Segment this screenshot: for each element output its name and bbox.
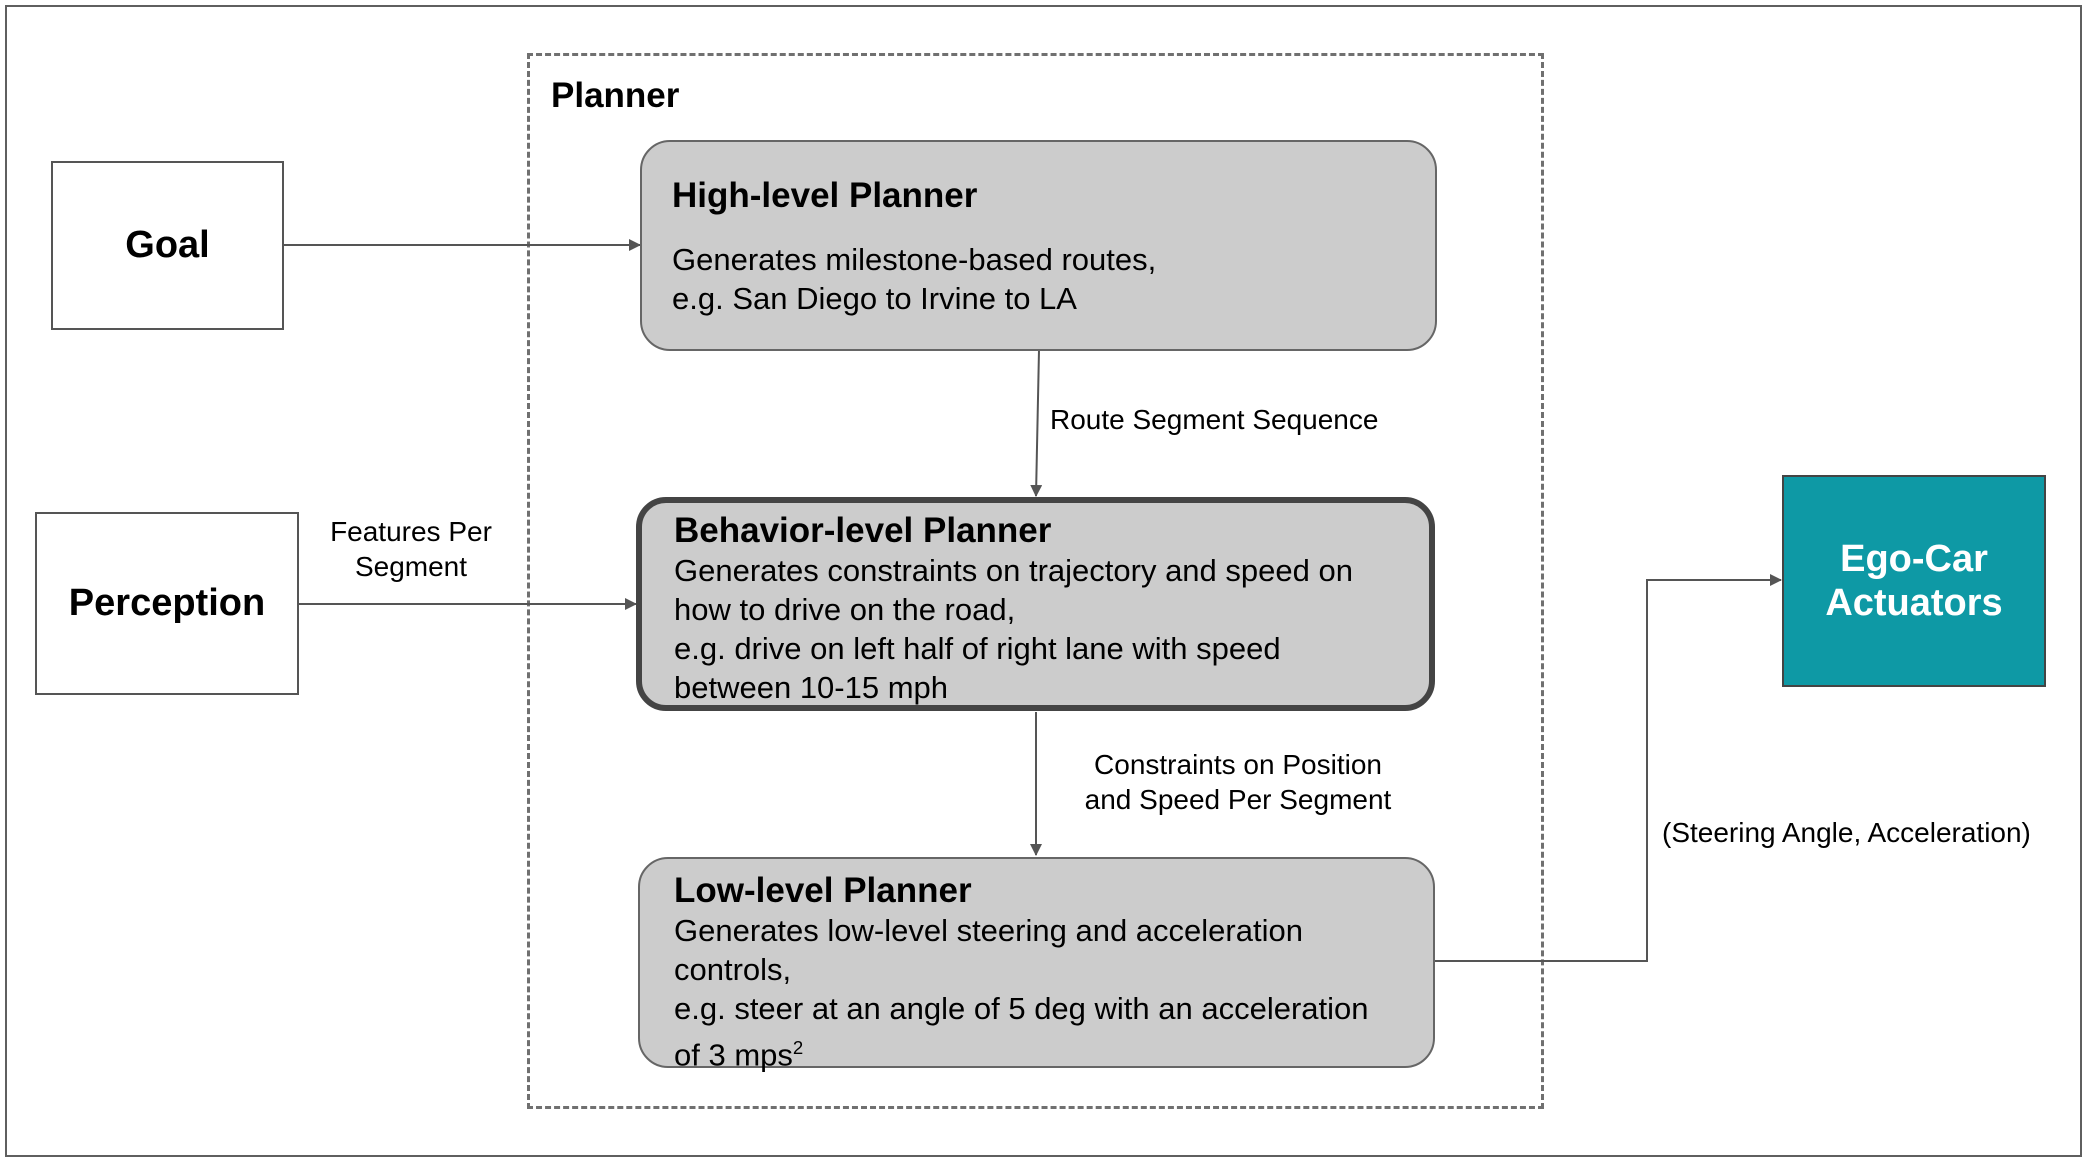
constraints-line-2: and Speed Per Segment [1084, 784, 1392, 815]
features-line-2: Segment [354, 551, 468, 582]
controls-label: (Steering Angle, Acceleration) [1662, 817, 2031, 848]
goal-label: Goal [125, 224, 210, 266]
planner-region [527, 53, 1544, 1109]
low-level-planner-title: Low-level Planner [674, 871, 972, 910]
low-to-actuators-arrow [1433, 574, 1782, 962]
low-level-planner-desc: Generates low-level steering and acceler… [674, 911, 1403, 1074]
desc-line: between 10-15 mph [674, 670, 949, 705]
planner-title: Planner [551, 76, 680, 115]
constraints-line-1: Constraints on Position [1094, 749, 1382, 780]
constraints-label: Constraints on Position and Speed Per Se… [1068, 747, 1408, 817]
goal-box: Goal [51, 161, 284, 330]
desc-line: Generates constraints on trajectory and … [674, 553, 1353, 588]
desc-line: controls, [674, 952, 792, 987]
perception-box: Perception [35, 512, 299, 695]
superscript-two: 2 [792, 1037, 804, 1058]
desc-line: e.g. San Diego to Irvine to LA [672, 281, 1077, 316]
desc-line: how to drive on the road, [674, 592, 1016, 627]
high-level-planner-box: High-level Planner Generates milestone-b… [640, 140, 1437, 351]
high-to-behavior-arrow [1030, 349, 1043, 497]
actuators-line-2: Actuators [1825, 582, 2003, 624]
high-level-planner-desc: Generates milestone-based routes, e.g. S… [672, 240, 1405, 318]
ego-car-actuators-box: Ego-Car Actuators [1782, 475, 2046, 687]
behavior-level-planner-desc: Generates constraints on trajectory and … [674, 551, 1399, 707]
features-line-1: Features Per [330, 516, 492, 547]
desc-line: Generates milestone-based routes, [672, 242, 1157, 277]
behavior-level-planner-title: Behavior-level Planner [674, 511, 1052, 550]
desc-line: e.g. drive on left half of right lane wi… [674, 631, 1281, 666]
high-level-planner-title: High-level Planner [672, 176, 978, 215]
features-label: Features Per Segment [311, 514, 511, 584]
desc-line-last: of 3 mps2 [674, 1028, 1403, 1074]
diagram-frame [5, 5, 2082, 1157]
route-segment-label: Route Segment Sequence [1050, 404, 1379, 435]
desc-line: Generates low-level steering and acceler… [674, 913, 1303, 948]
behavior-level-planner-box: Behavior-level Planner Generates constra… [636, 497, 1435, 711]
low-level-planner-box: Low-level Planner Generates low-level st… [638, 857, 1435, 1072]
desc-last-prefix: of 3 mps [674, 1037, 793, 1073]
desc-line: e.g. steer at an angle of 5 deg with an … [674, 991, 1369, 1026]
perception-label: Perception [68, 582, 266, 624]
actuators-line-1: Ego-Car [1840, 538, 1988, 580]
